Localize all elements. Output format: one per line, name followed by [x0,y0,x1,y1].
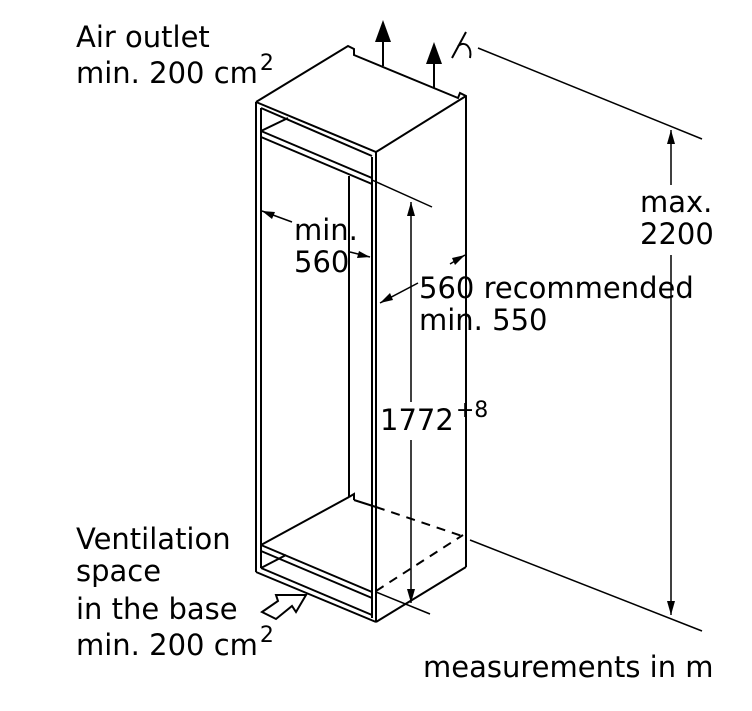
depth-dimension [261,179,433,258]
width-recommended-label: 560 recommended [419,271,694,305]
max-height-dimension [469,47,703,632]
units-note: measurements in m [423,650,714,684]
height-line: 1772+8 [380,398,488,437]
ventilation-label-2: space [76,554,161,588]
width-min-label: min. 550 [419,303,547,337]
ventilation-area-label: min. 200 cm [76,628,258,662]
ventilation-arrow-icon [260,594,308,621]
height-dimension [375,202,431,615]
ventilation-label-1: Ventilation [76,522,231,556]
ventilation-label-3: in the base [76,592,238,626]
cabinet-niche [255,44,467,623]
air-outlet-area-label: min. 200 cm [76,56,258,90]
ventilation-area-line: min. 200 cm2 [76,623,274,662]
air-outlet-area-superscript: 2 [260,51,274,76]
depth-label: min. [294,213,358,247]
height-value: 1772 [380,403,454,437]
max-height-value: 2200 [640,217,714,251]
height-tolerance: +8 [456,398,488,423]
depth-value: 560 [294,245,349,279]
ventilation-area-superscript: 2 [260,623,274,648]
max-height-label: max. [640,185,712,219]
air-outlet-label: Air outlet [76,20,210,54]
angle-symbol-icon [451,31,472,59]
air-outlet-arrows [375,20,442,88]
air-outlet-area-line: min. 200 cm2 [76,51,274,90]
width-dimension [379,254,466,304]
